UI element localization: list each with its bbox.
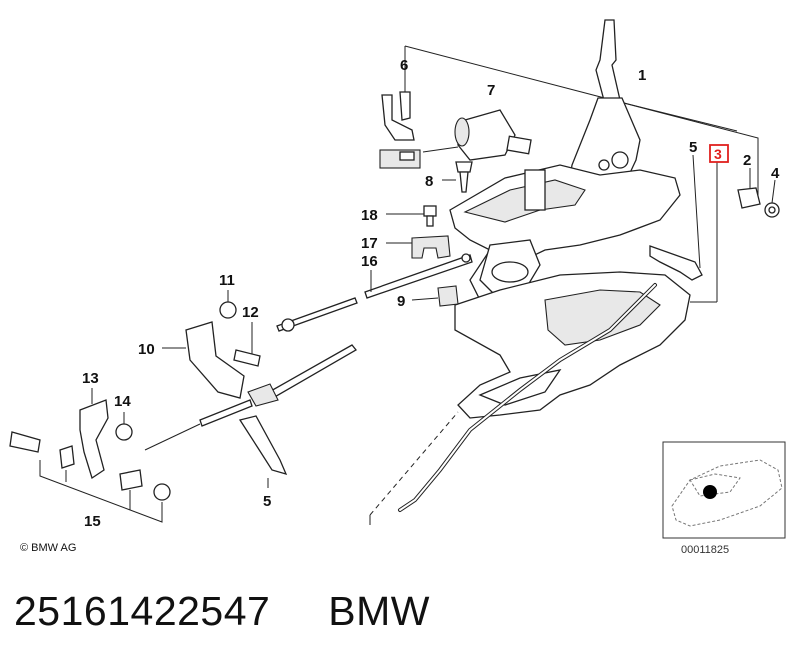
shift-gate-tray: [454, 271, 691, 419]
callout-4: 4: [771, 165, 780, 182]
screw-set-15: [9, 431, 171, 523]
callout-3-highlight: [709, 144, 729, 163]
callout-17: 17: [361, 235, 378, 252]
cable-assembly-lower: [144, 297, 358, 451]
bracket-plate-10: [162, 321, 245, 399]
callout-7: 7: [487, 82, 495, 99]
copyright-text: © BMW AG: [20, 542, 76, 554]
block-9: [411, 285, 459, 307]
reference-number: 00011825: [681, 544, 729, 556]
parts-diagram: 1 2 3 4 5 6 7 8 9 10 11 12 13 14 15 16 1…: [9, 19, 786, 556]
callout-5-lower: 5: [263, 493, 271, 510]
clip-4: [764, 179, 780, 218]
screw-8: [442, 161, 473, 193]
lever-13: [79, 388, 109, 480]
nut-11: [219, 290, 237, 319]
bushing-2: [737, 168, 761, 209]
bolt-18: [386, 205, 437, 227]
shift-cable: [369, 283, 657, 525]
callout-6: 6: [400, 57, 408, 74]
callout-9: 9: [397, 293, 405, 310]
callout-labels: 1 2 3 4 5 6 7 8 9 10 11 12 13 14 15 16 1…: [82, 57, 780, 530]
part-number: 25161422547: [14, 588, 271, 634]
nut-14: [115, 412, 133, 441]
clamp-17: [386, 235, 451, 259]
brand-name: BMW: [328, 588, 430, 634]
callout-8: 8: [425, 173, 433, 190]
location-dot: [703, 485, 717, 499]
lever-clip-upper: [649, 154, 703, 281]
bracket-connector: [379, 91, 421, 169]
selector-housing: [449, 164, 681, 301]
callout-16: 16: [361, 253, 378, 270]
callout-15: 15: [84, 513, 101, 530]
lever-clip-lower: [238, 415, 288, 488]
actuator-solenoid: [422, 109, 532, 161]
callout-13: 13: [82, 370, 99, 387]
callout-12: 12: [242, 304, 259, 321]
bracket-leaders: [404, 45, 759, 303]
callout-2: 2: [743, 152, 751, 169]
callout-11: 11: [219, 272, 235, 289]
vehicle-location-inset: [662, 441, 786, 539]
callout-18: 18: [361, 207, 378, 224]
callout-1: 1: [638, 67, 646, 84]
callout-3: 3: [714, 146, 722, 162]
callout-14: 14: [114, 393, 131, 410]
bolt-12: [233, 322, 261, 367]
callout-10: 10: [138, 341, 155, 358]
callout-5-upper: 5: [689, 139, 697, 156]
part-caption: 25161422547 BMW: [14, 588, 430, 635]
rod-16: [364, 253, 473, 299]
